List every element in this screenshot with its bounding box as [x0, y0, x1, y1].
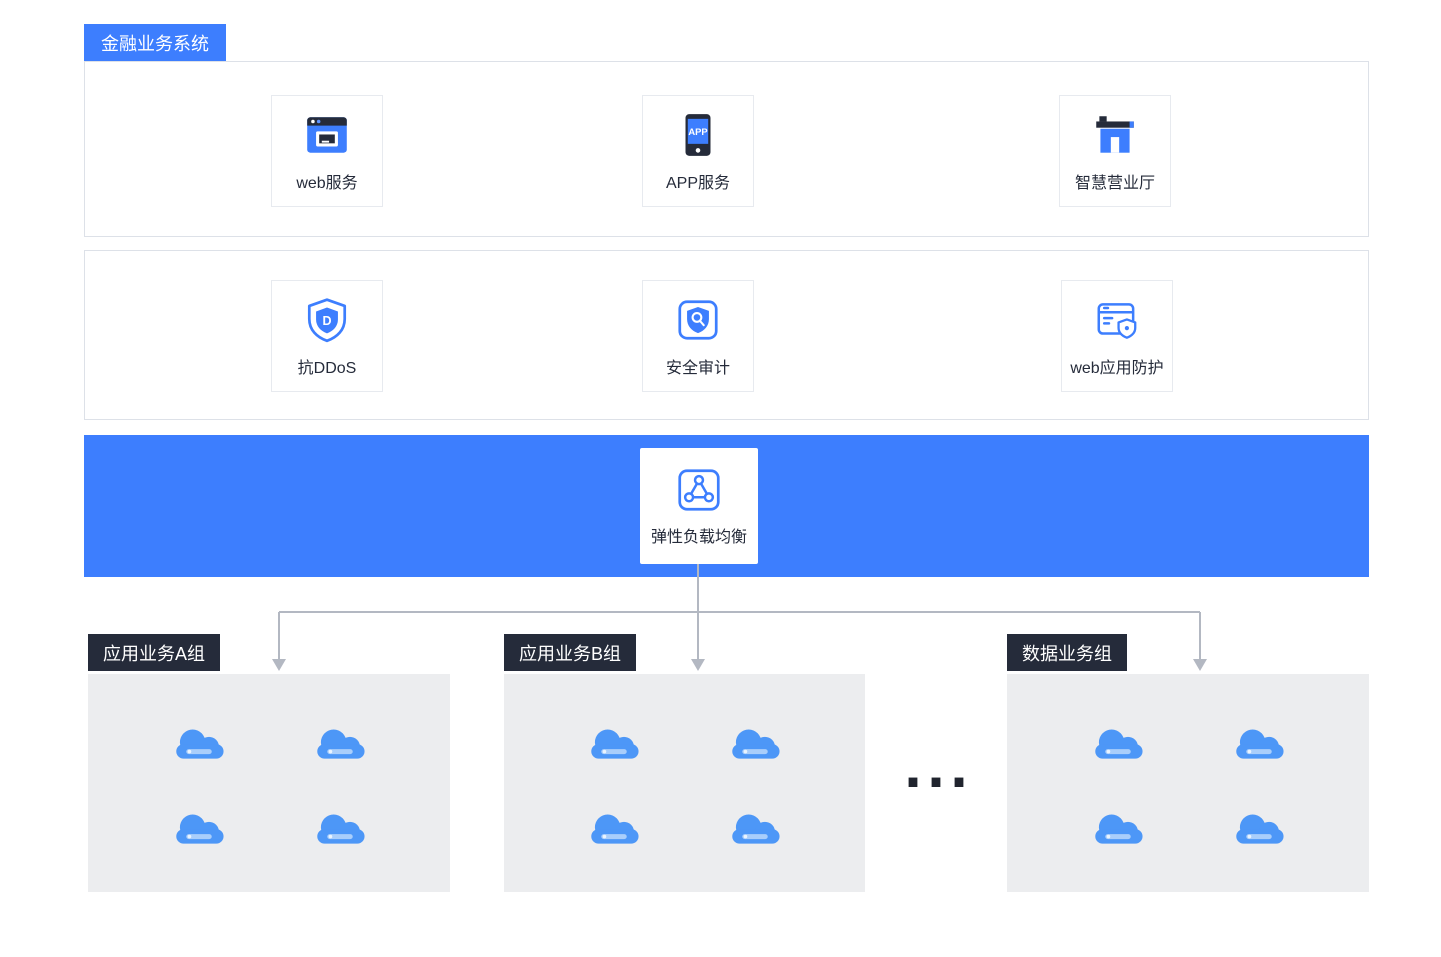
security-card-waf: web应用防护: [1061, 280, 1173, 392]
cloud-server-icon: [1088, 810, 1148, 850]
cloud-server-icon: [725, 810, 785, 850]
security-card-ddos: D 抗DDoS: [271, 280, 383, 392]
access-tier: web服务 APP APP服务 智慧营业厅: [84, 61, 1369, 237]
security-card-audit: 安全审计: [642, 280, 754, 392]
cloud-server-icon: [1088, 725, 1148, 765]
service-card-web: web服务: [271, 95, 383, 207]
app-icon-text: APP: [688, 127, 707, 137]
cloud-server-icon: [169, 810, 229, 850]
service-label: 智慧营业厅: [1074, 174, 1155, 192]
system-title-label: 金融业务系统: [101, 33, 209, 54]
elb-band: 弹性负载均衡: [84, 435, 1369, 577]
web-browser-icon: [307, 116, 347, 153]
arrowhead-data-group: [1193, 659, 1207, 671]
storefront-icon: [1096, 115, 1134, 153]
arrowhead-group-b: [691, 659, 705, 671]
group-b-label: 应用业务B组: [519, 643, 622, 664]
data-group-box: [1007, 674, 1369, 892]
security-label: web应用防护: [1070, 359, 1164, 377]
elb-card: 弹性负载均衡: [640, 448, 758, 564]
group-b-badge: 应用业务B组: [504, 634, 637, 671]
service-label: web服务: [296, 174, 358, 192]
arrowhead-group-a: [272, 659, 286, 671]
security-label: 安全审计: [665, 359, 730, 377]
system-title-badge: 金融业务系统: [84, 24, 226, 61]
group-b-box: [504, 674, 865, 892]
cloud-server-icon: [169, 725, 229, 765]
service-label: APP服务: [665, 174, 731, 192]
security-label: 抗DDoS: [297, 359, 357, 377]
cloud-server-icon: [1229, 725, 1289, 765]
elb-label: 弹性负载均衡: [650, 529, 747, 546]
ellipsis-dots: ...: [903, 741, 973, 799]
cloud-server-icon: [1229, 810, 1289, 850]
cloud-server-icon: [310, 725, 370, 765]
cloud-server-icon: [310, 810, 370, 850]
app-phone-icon: APP: [685, 113, 711, 156]
cloud-server-icon: [725, 725, 785, 765]
security-tier: D 抗DDoS 安全审计 web应用防护: [84, 250, 1369, 420]
cloud-server-icon: [584, 810, 644, 850]
ddos-icon-letter: D: [322, 314, 331, 328]
service-card-hall: 智慧营业厅: [1059, 95, 1171, 207]
group-a-badge: 应用业务A组: [88, 634, 221, 671]
cloud-server-icon: [584, 725, 644, 765]
group-a-label: 应用业务A组: [103, 643, 206, 664]
data-group-label: 数据业务组: [1022, 643, 1112, 664]
data-group-badge: 数据业务组: [1007, 634, 1127, 671]
load-balancer-icon: [678, 469, 720, 511]
anti-ddos-shield-icon: D: [307, 297, 347, 342]
service-card-app: APP APP服务: [642, 95, 754, 207]
security-audit-icon: [678, 299, 718, 340]
group-a-box: [88, 674, 450, 892]
waf-shield-icon: [1097, 302, 1137, 339]
